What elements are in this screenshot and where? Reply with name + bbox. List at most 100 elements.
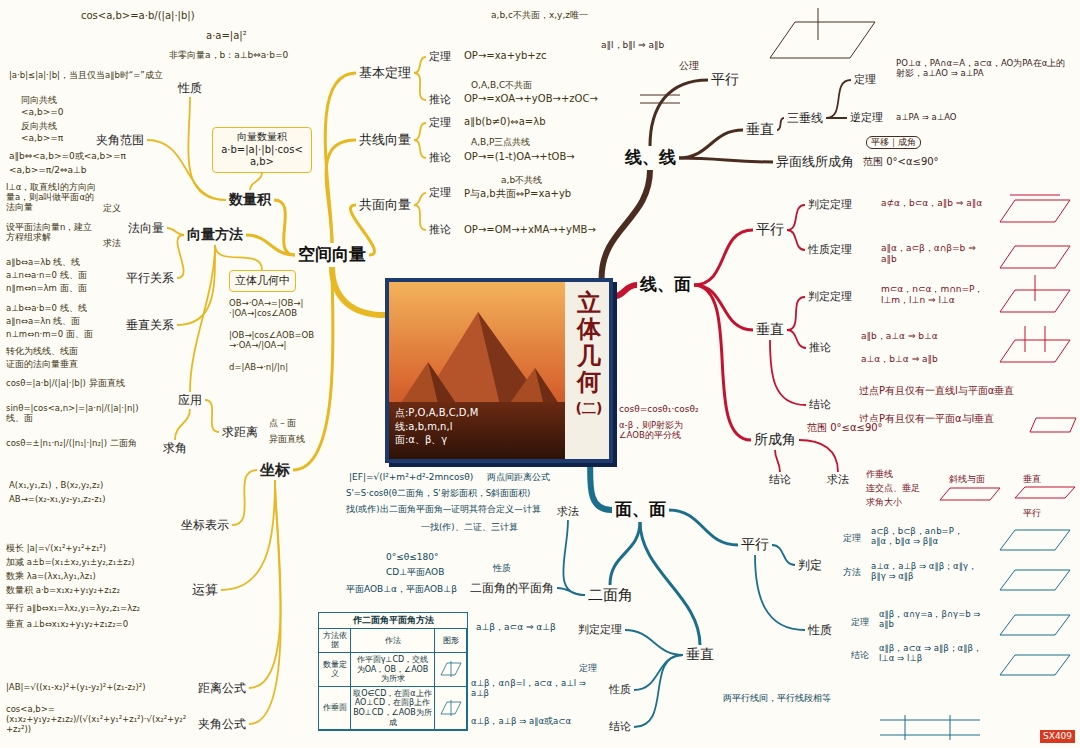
subtopic: 求角 — [160, 440, 190, 457]
formula-label: S'=S·cosθ(θ二面角，S'射影面积，S斜面面积) — [345, 488, 531, 498]
table-cell — [435, 687, 467, 730]
formula-label: A(x₁,y₁,z₁)，B(x₂,y₂,z₂) — [8, 480, 104, 490]
branch-connector — [694, 285, 752, 440]
table-cell-text: 作平面γ⊥CD，交线为OA，OB，∠AOB为所求 — [353, 655, 432, 684]
branch-connector — [205, 400, 219, 432]
topic-text: 推论 — [429, 223, 451, 237]
topic-text: 性质 — [178, 81, 202, 96]
formula-label: OP→=OM→+xMA→+yMB→ — [463, 224, 597, 236]
table-cell-text: 数量定义 — [321, 660, 348, 679]
subtopic: 距离公式 — [195, 680, 249, 697]
topic-text: 判定定理 — [578, 623, 622, 637]
formula-label: n⊥m⇔n·m=0 面、面 — [5, 329, 94, 339]
branch-connector — [414, 193, 426, 205]
formula-label: 平面AOB⊥α，平面AOB⊥β — [345, 584, 458, 595]
topic-text: 法向量 — [128, 221, 164, 236]
formula-label: 斜线与面 — [948, 474, 986, 485]
formula-label: 连交点、垂足 — [865, 483, 921, 494]
formula-label: 非零向量a，b：a⊥b⇔a·b=0 — [168, 50, 289, 61]
formula-label: 定理 — [842, 533, 862, 544]
subtopic: 性质 — [805, 622, 835, 639]
formula-label: 平行 — [1022, 508, 1042, 519]
formula-label: 异面直线 — [268, 434, 306, 445]
formula-label: 求角大小 — [865, 497, 903, 508]
topic-text: 立体几何中 — [235, 274, 290, 288]
topic-text: 线、面 — [640, 274, 691, 295]
plane-figure — [441, 700, 461, 716]
formula-label: 找(或作)出二面角平面角—证明其符合定义—计算 — [345, 504, 542, 514]
formula-label: 数量积 a·b=x₁x₂+y₁y₂+z₁z₂ — [5, 585, 121, 595]
topic-text: 距离公式 — [198, 681, 246, 696]
formula-label: 设平面法向量n，建立方程组求解 — [5, 222, 102, 242]
subtopic: 判定定理 — [805, 289, 855, 305]
formula-label: 同向共线 — [20, 95, 58, 106]
branch-connector — [787, 330, 806, 348]
plane-figure — [940, 488, 1000, 500]
branch-connector — [215, 245, 262, 270]
topic-text: 向量数量积 — [218, 131, 306, 144]
formula-label: 一找(作)、二证、三计算 — [420, 522, 519, 532]
note-tag: 平移｜成角 — [866, 136, 921, 149]
topic-text: 求角 — [163, 441, 187, 456]
branch-connector — [414, 205, 426, 230]
subtopic: 应用 — [175, 392, 205, 409]
formula-label: cosθ=cosθ₁·cosθ₂ — [618, 404, 700, 415]
table-cell-text: 方法依据 — [321, 631, 348, 650]
topic-text: 平行 — [741, 536, 769, 554]
formula-label: 求法 — [102, 238, 122, 249]
notation-text: 点:P,O,A,B,C,D,M — [395, 406, 478, 420]
topic-text: 求距离 — [222, 425, 258, 440]
formula-label: |a·b|≤|a|·|b|，当且仅当a∥b时“=”成立 — [8, 70, 164, 80]
subtopic: 判定定理 — [805, 197, 855, 213]
topic-text: 结论 — [809, 398, 831, 412]
formula-label: |AB|=√((x₁-x₂)²+(y₁-y₂)²+(z₁-z₂)²) — [5, 682, 192, 692]
title-ground — [565, 282, 609, 459]
plane-figure — [1000, 530, 1070, 550]
formula-label: cosθ=|a·b|/(|a|·|b|) 异面直线 — [5, 378, 147, 388]
branch-connector — [694, 285, 754, 330]
formula-label: 定理 — [850, 617, 870, 628]
formula-label: 方法 — [842, 567, 862, 578]
topic-text: 判定 — [798, 558, 822, 573]
topic-text: 定理 — [429, 186, 451, 200]
formula-label: O,A,B,C不共面 — [470, 80, 533, 91]
topic-text: 定理 — [429, 116, 451, 130]
branch-connector — [625, 630, 683, 655]
subtopic: 定理 — [426, 185, 454, 201]
formula-box: 立体几何中 — [229, 270, 296, 292]
topic-text: 结论 — [769, 473, 791, 487]
formula-label: m⊂α，n⊂α，m∩n=P，l⊥m，l⊥n ⇒ l⊥α — [880, 284, 992, 306]
branch-connector — [177, 235, 184, 278]
subtopic: 平行 — [708, 70, 742, 90]
formula-label: 公理 — [678, 60, 700, 72]
formula-label: |OB→|cos∠AOB=OB→·OA→/|OA→| — [228, 330, 322, 350]
topic-text: 二面角 — [588, 586, 633, 605]
topic-text: 运算 — [192, 582, 218, 598]
subtopic: 运算 — [189, 581, 221, 599]
branch-connector — [232, 470, 257, 525]
branch-connector — [602, 170, 650, 278]
branch-connector — [634, 655, 683, 727]
formula-label: 数乘 λa=(λx₁,λy₁,λz₁) — [5, 571, 97, 581]
topic-text: 结论 — [609, 720, 631, 734]
subtopic: 异面线所成角 — [773, 153, 857, 171]
topic-text: 平行 — [711, 71, 739, 89]
formula-label: 定理 — [578, 663, 598, 674]
topic-text: 平行 — [756, 221, 784, 239]
subtopic: 二面角的平面角 — [467, 580, 557, 597]
line-figure — [1010, 195, 1060, 196]
topic-text: 面、面 — [615, 499, 666, 520]
table-cell-text: 作垂面 — [323, 703, 347, 713]
table-figure — [439, 659, 463, 679]
branch-connector — [772, 545, 795, 565]
formula-label: P与a,b共面⇔P=xa+yb — [463, 188, 572, 200]
formula-label: 两点间距离公式 — [486, 472, 551, 483]
branch-topic: 线、线 — [622, 146, 679, 169]
table-cell: 图形 — [435, 629, 467, 653]
plane-figure — [1030, 418, 1076, 432]
title-text: 立体几何 — [577, 290, 601, 396]
formula-label: a∥l，b∥l ⇒ a∥b — [600, 40, 665, 51]
branch-connector — [694, 230, 754, 285]
subtopic: 定理 — [851, 72, 879, 88]
table-grid: 方法依据作法图形数量定义作平面γ⊥CD，交线为OA，OB，∠AOB为所求作垂面取… — [319, 629, 467, 730]
